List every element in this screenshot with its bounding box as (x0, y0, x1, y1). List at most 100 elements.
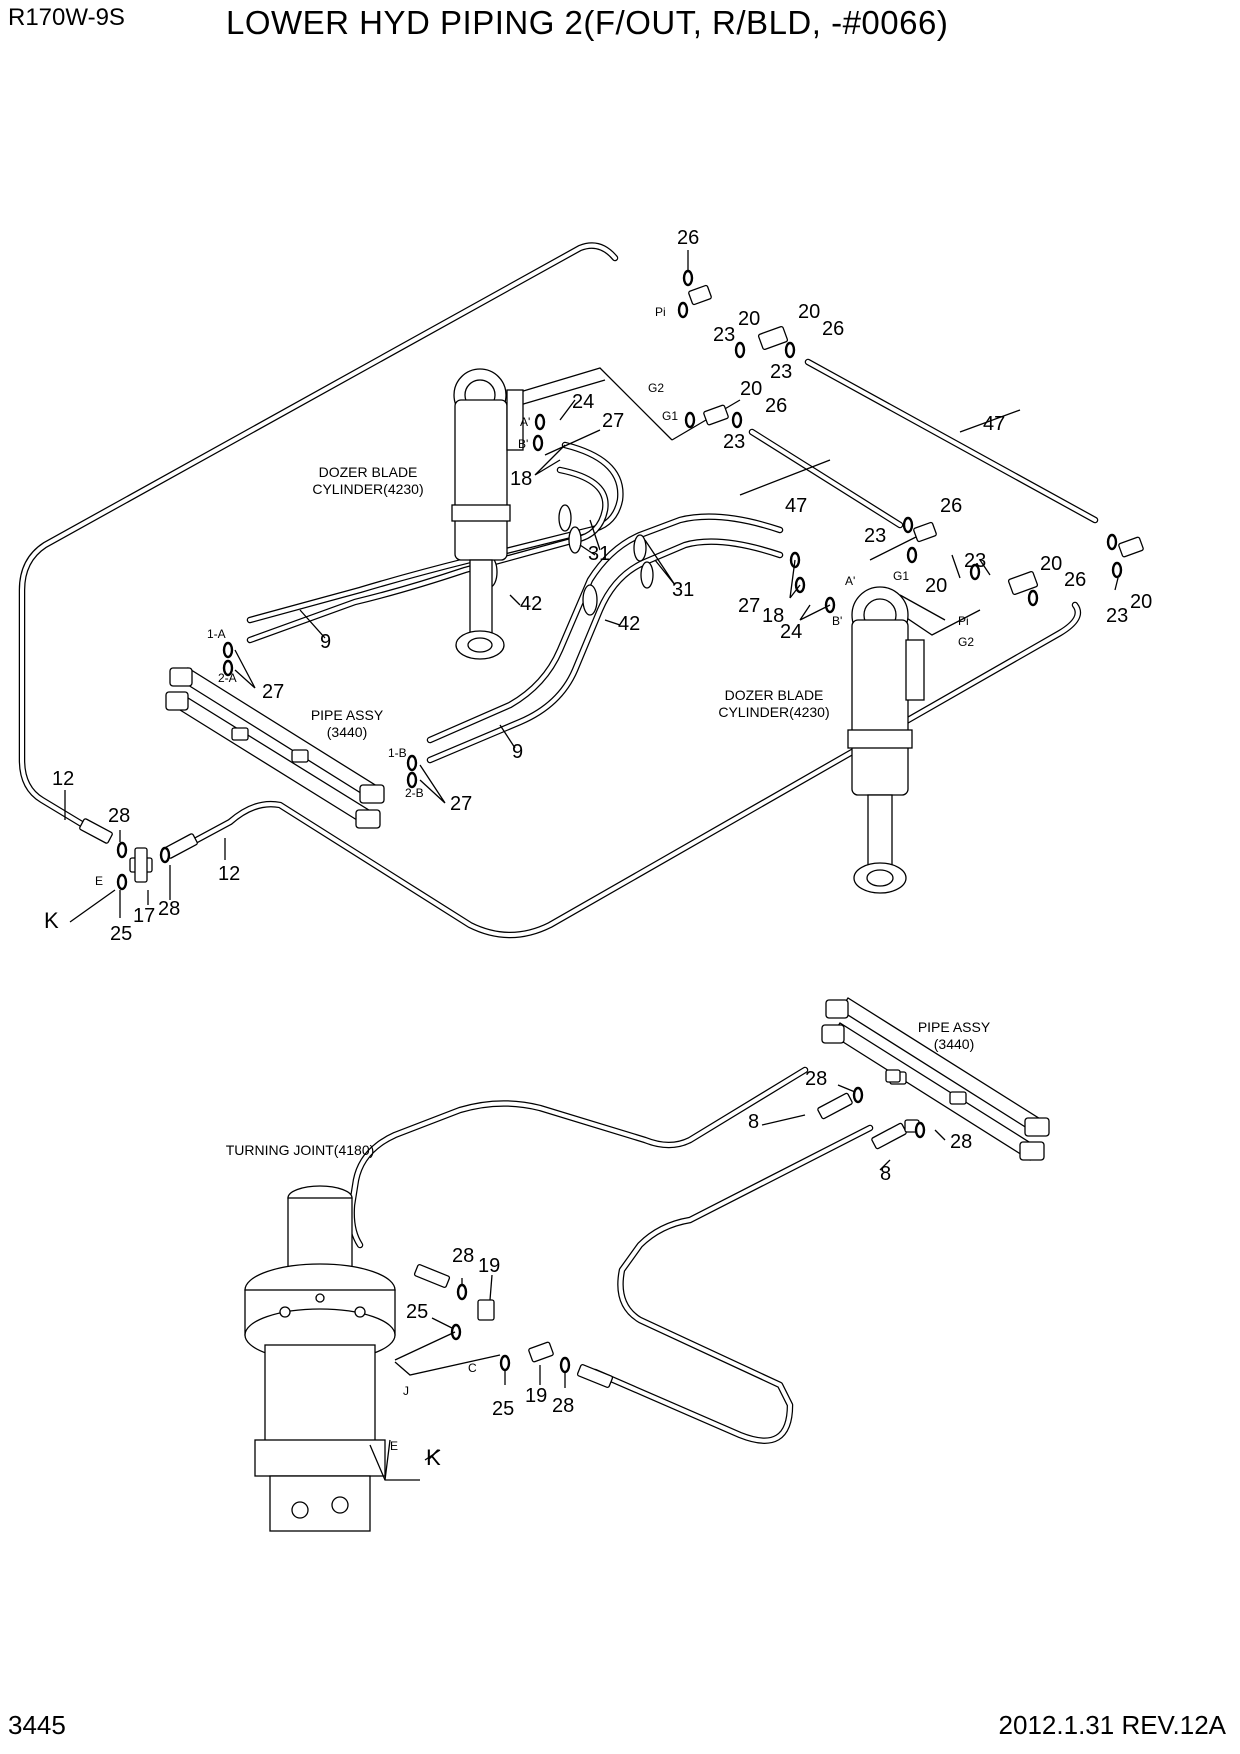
callout-31: 31 (588, 543, 610, 565)
callout-26: 26 (940, 495, 962, 517)
callout-23: 23 (1106, 605, 1128, 627)
leader-lines-lower (424, 1084, 946, 1461)
callout-23: 23 (864, 525, 886, 547)
dozer-cyl-right-label-1: DOZER BLADE (725, 687, 824, 703)
callout-9: 9 (320, 631, 331, 653)
port-g2: G2 (958, 635, 974, 649)
pipe-assy-top-label-2: (3440) (327, 724, 367, 740)
callout-28: 28 (805, 1068, 827, 1090)
hose-8-loop (348, 1066, 874, 1444)
callout-24: 24 (780, 621, 802, 643)
dozer-cyl-right-label-2: CYLINDER(4230) (718, 704, 829, 720)
dozer-cylinder-left (451, 368, 524, 660)
callout-20: 20 (798, 301, 820, 323)
view-marker-k: K (426, 1445, 441, 1470)
callout-8: 8 (748, 1111, 759, 1133)
port-2b: 2-B (405, 786, 424, 800)
callout-23: 23 (713, 324, 735, 346)
callout-26: 26 (1064, 569, 1086, 591)
port-pi: Pi (655, 305, 666, 319)
port-1b: 1-B (388, 746, 407, 760)
callout-27: 27 (262, 681, 284, 703)
callout-28: 28 (950, 1131, 972, 1153)
callout-28: 28 (108, 805, 130, 827)
callout-27: 27 (738, 595, 760, 617)
dozer-cylinder-right (847, 586, 925, 894)
hose-12-loop (18, 242, 619, 836)
o-rings (116, 269, 1123, 891)
callout-25: 25 (110, 923, 132, 945)
hose-47-lower (748, 428, 904, 529)
callout-20: 20 (738, 308, 760, 330)
callout-28: 28 (452, 1245, 474, 1267)
callout-25: 25 (492, 1398, 514, 1420)
callout-25: 25 (406, 1301, 428, 1323)
pipe-assy-bottom (821, 997, 1050, 1161)
hoses-9-left (246, 441, 624, 644)
o-rings-lower (450, 1086, 926, 1374)
port-2a: 2-A (218, 671, 237, 685)
callout-28: 28 (158, 898, 180, 920)
callout-20: 20 (925, 575, 947, 597)
port-e: E (95, 874, 103, 888)
callout-20: 20 (740, 378, 762, 400)
dozer-cyl-left-label-1: DOZER BLADE (319, 464, 418, 480)
port-c: C (468, 1361, 477, 1375)
port-g1: G1 (893, 569, 909, 583)
port-a: A' (845, 574, 855, 588)
pipe-assy-bottom-label-2: (3440) (934, 1036, 974, 1052)
callout-20: 20 (1130, 591, 1152, 613)
callout-24: 24 (572, 391, 594, 413)
callout-18: 18 (762, 605, 784, 627)
callout-18: 18 (510, 468, 532, 490)
port-e: E (390, 1439, 398, 1453)
callout-19: 19 (525, 1385, 547, 1407)
port-b: B' (832, 614, 842, 628)
model-number: R170W-9S (8, 4, 125, 31)
hoses-9-center (426, 513, 784, 764)
callout-26: 26 (765, 395, 787, 417)
callout-8: 8 (880, 1163, 891, 1185)
hose-47-upper (804, 358, 1099, 524)
callout-42: 42 (520, 593, 542, 615)
callout-23: 23 (964, 550, 986, 572)
pipe-assy-top-label-1: PIPE ASSY (311, 707, 384, 723)
callout-19: 19 (478, 1255, 500, 1277)
revision-date: 2012.1.31 REV.12A (998, 1710, 1226, 1740)
callout-27: 27 (602, 410, 624, 432)
view-marker-k: K (44, 908, 59, 933)
callout-28: 28 (552, 1395, 574, 1417)
port-j: J (403, 1384, 409, 1398)
port-1a: 1-A (207, 627, 226, 641)
callout-23: 23 (770, 361, 792, 383)
page-number: 3445 (8, 1710, 66, 1740)
callout-27: 27 (450, 793, 472, 815)
leader-lines-upper (64, 250, 1119, 923)
diagram-title: LOWER HYD PIPING 2(F/OUT, R/BLD, -#0066) (226, 4, 949, 41)
callout-12: 12 (218, 863, 240, 885)
port-g1: G1 (662, 409, 678, 423)
hose-12-long (174, 601, 1082, 939)
callout-47: 47 (983, 413, 1005, 435)
callout-26: 26 (677, 227, 699, 249)
port-a: A' (520, 415, 530, 429)
port-b: B' (518, 437, 528, 451)
callout-12: 12 (52, 768, 74, 790)
pipe-assy-bottom-label-1: PIPE ASSY (918, 1019, 991, 1035)
hose-ends-left (79, 818, 198, 859)
port-g2: G2 (648, 381, 664, 395)
elbow-fittings-top (688, 284, 1144, 596)
port-lines-lower (369, 1331, 501, 1481)
callout-17: 17 (133, 905, 155, 927)
callout-20: 20 (1040, 553, 1062, 575)
turning-joint-label: TURNING JOINT(4180) (226, 1142, 375, 1158)
callout-23: 23 (723, 431, 745, 453)
callout-26: 26 (822, 318, 844, 340)
callout-42: 42 (618, 613, 640, 635)
callout-9: 9 (512, 741, 523, 763)
callout-31: 31 (672, 579, 694, 601)
callout-47: 47 (785, 495, 807, 517)
port-pi: Pi (958, 614, 969, 628)
pipe-assy-top-left (165, 667, 385, 829)
tee-fitting-17 (129, 847, 153, 883)
